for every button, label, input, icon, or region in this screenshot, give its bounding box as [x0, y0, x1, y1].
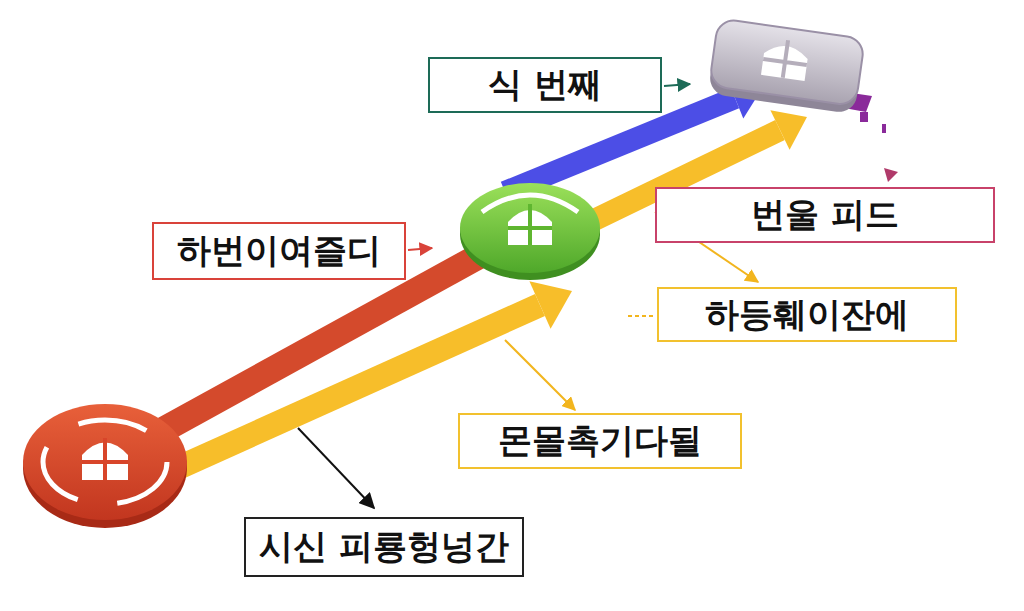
purple-drip [882, 124, 886, 133]
window-icon-panes [82, 438, 128, 480]
label-box: 하등훼이잔에 [657, 287, 957, 342]
red-disc [23, 404, 187, 520]
purple-drip [860, 112, 868, 122]
leader-line [408, 248, 432, 250]
yellow-arrow-head [770, 110, 807, 150]
window-icon-panes [508, 204, 552, 245]
label-box: 하번이여즐디 [152, 222, 406, 280]
grey-tile [708, 18, 865, 114]
leader-line [628, 315, 654, 317]
label-box: 시신 피룡헝넝간 [244, 517, 524, 577]
label-box: 번울 피드 [655, 187, 995, 243]
label-text: 몬몰촉기다될 [498, 422, 702, 459]
grey-tile-face [709, 18, 865, 106]
label-text: 식 번째 [488, 66, 602, 103]
pointer-mark [884, 168, 898, 182]
label-text: 시신 피룡헝넝간 [259, 528, 509, 565]
green-disc [460, 183, 600, 273]
label-box: 몬몰촉기다될 [458, 413, 742, 469]
window-icon-panes [761, 37, 810, 81]
label-text: 하등훼이잔에 [705, 296, 909, 333]
leader-line [664, 84, 690, 86]
leader-line [505, 340, 575, 410]
disc-ring [43, 420, 167, 504]
yellow-arrow-head [529, 281, 572, 328]
label-text: 하번이여즐디 [177, 232, 381, 269]
leader-line [298, 428, 374, 508]
label-box: 식 번째 [428, 57, 662, 113]
label-text: 번울 피드 [751, 196, 899, 233]
